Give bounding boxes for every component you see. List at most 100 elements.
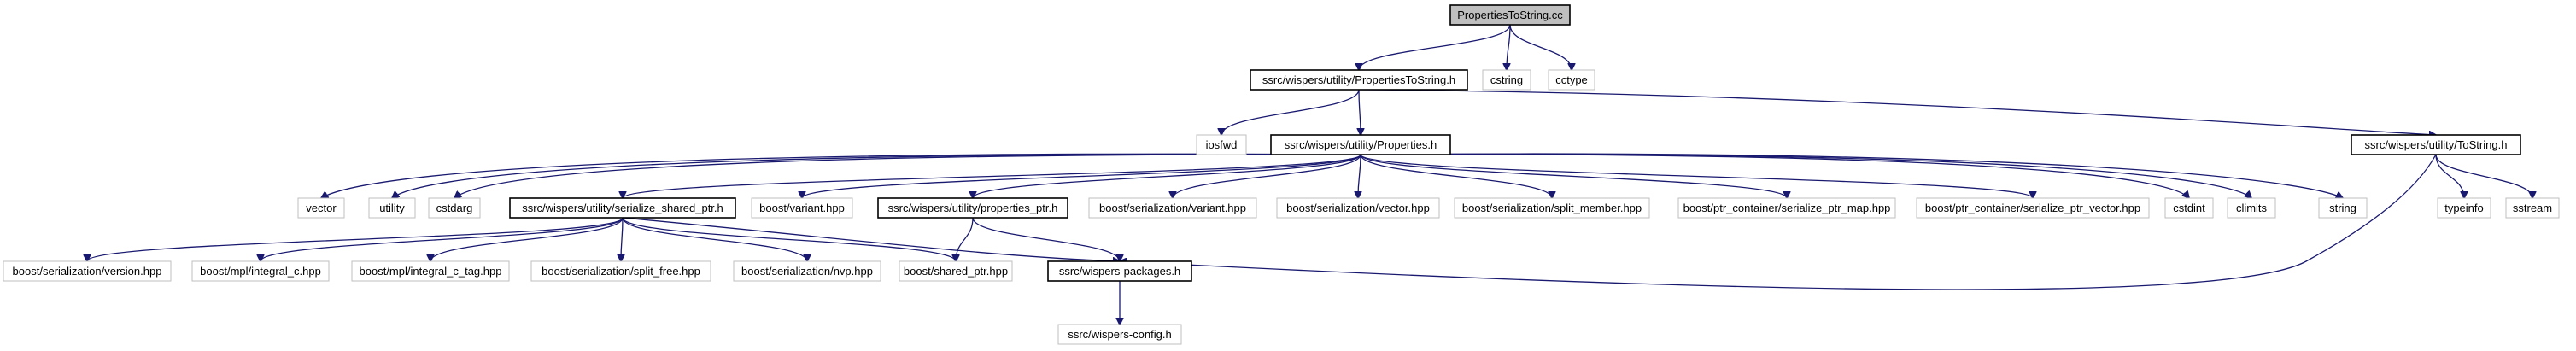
edge-props_h-to-string (1360, 153, 2343, 198)
node-split-free[interactable]: boost/serialization/split_free.hpp (530, 260, 711, 282)
node-box (1454, 197, 1650, 219)
node-pptr-h[interactable]: ssrc/wispers/utility/properties_ptr.h (877, 197, 1068, 219)
node-cstring[interactable]: cstring (1482, 69, 1531, 91)
node-sstream[interactable]: sstream (2505, 197, 2560, 219)
node-box (2227, 197, 2276, 219)
node-box (1482, 69, 1531, 91)
node-box (191, 260, 330, 282)
node-label: boost/ptr_container/serialize_ptr_map.hp… (1683, 202, 1891, 214)
edge-pts_h-to-props_h (1359, 89, 1361, 135)
edge-tostring_h-to-typeinfo (2435, 154, 2464, 198)
edge-ssp_h-to-ser_version (87, 217, 624, 261)
node-ser-version[interactable]: boost/serialization/version.hpp (3, 260, 172, 282)
node-label: sstream (2513, 202, 2552, 214)
node-box (1196, 134, 1247, 155)
node-box (733, 260, 881, 282)
node-box (1088, 197, 1257, 219)
node-box (2351, 134, 2521, 155)
node-ptr-vector[interactable]: boost/ptr_container/serialize_ptr_vector… (1916, 197, 2150, 219)
node-box (1276, 197, 1440, 219)
node-variant[interactable]: boost/variant.hpp (751, 197, 853, 219)
node-config-h[interactable]: ssrc/wispers-config.h (1057, 324, 1182, 345)
node-ser-split-member[interactable]: boost/serialization/split_member.hpp (1454, 197, 1650, 219)
node-box (2164, 197, 2214, 219)
node-label: cctype (1555, 73, 1588, 86)
node-label: typeinfo (2444, 202, 2484, 214)
node-box (1057, 324, 1182, 345)
node-box (1047, 260, 1192, 282)
node-label: boost/variant.hpp (759, 202, 845, 214)
node-root[interactable]: PropertiesToString.cc (1449, 4, 1571, 26)
edge-props_h-to-cstdint (1360, 154, 2189, 198)
edge-props_h-to-climits (1360, 153, 2251, 198)
node-vector[interactable]: vector (297, 197, 345, 219)
edge-pptr_h-to-shared_ptr (956, 217, 974, 261)
node-box (1916, 197, 2150, 219)
node-cctype[interactable]: cctype (1548, 69, 1595, 91)
edge-props_h-to-variant (802, 154, 1361, 198)
node-label: ssrc/wispers/utility/properties_ptr.h (888, 202, 1058, 214)
edge-ssp_h-to-integral_c (261, 217, 624, 261)
node-tostring-h[interactable]: ssrc/wispers/utility/ToString.h (2351, 134, 2521, 155)
node-pts-h[interactable]: ssrc/wispers/utility/PropertiesToString.… (1250, 69, 1468, 91)
node-label: ssrc/wispers-packages.h (1059, 265, 1180, 278)
edge-props_h-to-cstdarg (454, 154, 1361, 198)
edge-ssp_h-to-integral_c_tag (430, 217, 624, 261)
node-typeinfo[interactable]: typeinfo (2437, 197, 2491, 219)
node-label: ssrc/wispers/utility/serialize_shared_pt… (522, 202, 723, 214)
node-label: PropertiesToString.cc (1457, 9, 1563, 21)
node-props-h[interactable]: ssrc/wispers/utility/Properties.h (1270, 134, 1451, 155)
node-box (297, 197, 345, 219)
node-label: boost/ptr_container/serialize_ptr_vector… (1925, 202, 2140, 214)
nodes-layer: PropertiesToString.cc ssrc/wispers/utilit… (3, 4, 2560, 345)
edge-props_h-to-ser_variant (1173, 154, 1361, 198)
node-box (428, 197, 481, 219)
node-label: boost/serialization/vector.hpp (1286, 202, 1430, 214)
node-label: cstdarg (436, 202, 473, 214)
edge-ssp_h-to-pkgs_h (622, 217, 1120, 261)
node-pkgs-h[interactable]: ssrc/wispers-packages.h (1047, 260, 1192, 282)
node-nvp[interactable]: boost/serialization/nvp.hpp (733, 260, 881, 282)
node-label: boost/serialization/variant.hpp (1099, 202, 1246, 214)
edge-tostring_h-to-pkgs_h (1120, 154, 2437, 290)
node-ser-variant[interactable]: boost/serialization/variant.hpp (1088, 197, 1257, 219)
edge-pts_h-to-iosfwd (1221, 89, 1360, 135)
node-cstdarg[interactable]: cstdarg (428, 197, 481, 219)
node-label: boost/mpl/integral_c.hpp (200, 265, 321, 278)
node-integral-c[interactable]: boost/mpl/integral_c.hpp (191, 260, 330, 282)
node-box (751, 197, 853, 219)
node-label: ssrc/wispers-config.h (1068, 328, 1171, 341)
node-box (1449, 4, 1571, 26)
node-label: ssrc/wispers/utility/Properties.h (1285, 138, 1437, 151)
node-label: cstdint (2173, 202, 2205, 214)
node-ser-vector[interactable]: boost/serialization/vector.hpp (1276, 197, 1440, 219)
node-box (530, 260, 711, 282)
node-utility[interactable]: utility (368, 197, 416, 219)
node-label: cstring (1490, 73, 1523, 86)
node-iosfwd[interactable]: iosfwd (1196, 134, 1247, 155)
node-integral-c-tag[interactable]: boost/mpl/integral_c_tag.hpp (351, 260, 510, 282)
node-string[interactable]: string (2318, 197, 2368, 219)
edges-layer (87, 24, 2532, 325)
edge-props_h-to-ser_split_member (1360, 154, 1552, 198)
node-label: boost/serialization/nvp.hpp (741, 265, 873, 278)
node-label: ssrc/wispers/utility/ToString.h (2365, 138, 2508, 151)
node-box (509, 197, 736, 219)
node-box (368, 197, 416, 219)
node-shared-ptr[interactable]: boost/shared_ptr.hpp (899, 260, 1013, 282)
node-box (351, 260, 510, 282)
node-box (899, 260, 1013, 282)
node-box (1677, 197, 1896, 219)
edge-root-to-cctype (1509, 24, 1572, 70)
node-cstdint[interactable]: cstdint (2164, 197, 2214, 219)
node-label: boost/mpl/integral_c_tag.hpp (360, 265, 502, 278)
node-climits[interactable]: climits (2227, 197, 2276, 219)
node-label: string (2329, 202, 2356, 214)
edge-ssp_h-to-split_free (621, 217, 623, 261)
node-ssp-h[interactable]: ssrc/wispers/utility/serialize_shared_pt… (509, 197, 736, 219)
edge-root-to-cstring (1507, 24, 1511, 70)
node-box (2505, 197, 2560, 219)
edge-ssp_h-to-shared_ptr (622, 217, 956, 261)
node-ptr-map[interactable]: boost/ptr_container/serialize_ptr_map.hp… (1677, 197, 1896, 219)
